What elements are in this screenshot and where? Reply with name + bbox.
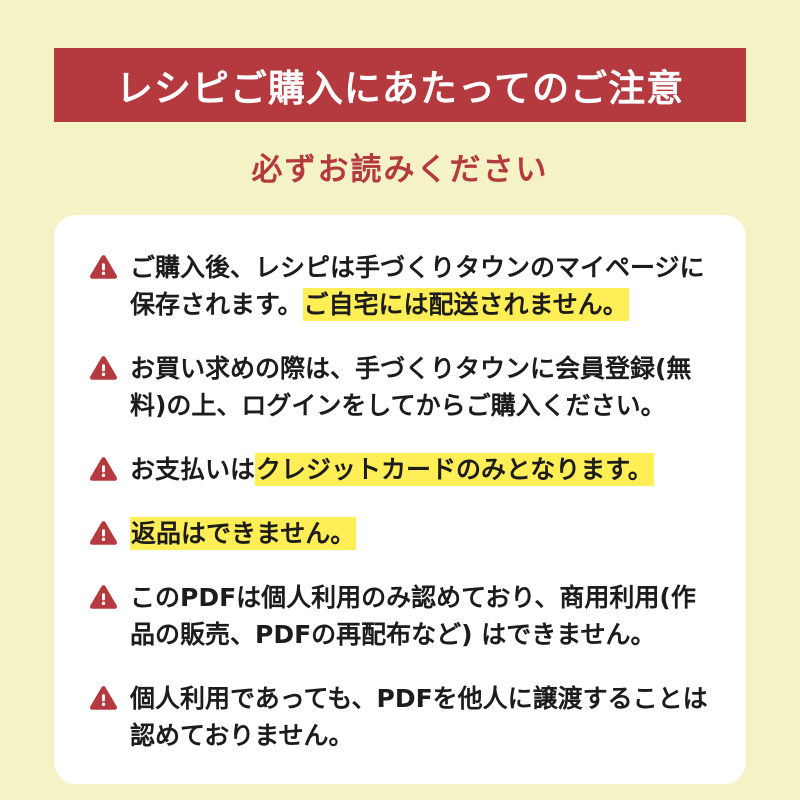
notice-text-segment: このPDFは個人利用のみ認めており、商用利用(作品の販売、PDFの再配布など) … [130, 583, 696, 649]
page-title: レシピご購入にあたってのご注意 [115, 67, 685, 110]
warning-icon [90, 356, 117, 380]
warning-icon [90, 521, 117, 545]
warning-icon [90, 686, 117, 710]
warning-icon [90, 457, 117, 481]
notice-panel: ご購入後、レシピは手づくりタウンのマイページに保存されます。ご自宅には配送されま… [54, 215, 746, 784]
notice-item: お買い求めの際は、手づくりタウンに会員登録(無料)の上、ログインをしてからご購入… [90, 350, 710, 424]
notice-text: 個人利用であっても、PDFを他人に譲渡することは認めておりません。 [130, 680, 710, 754]
notice-text-segment: お買い求めの際は、手づくりタウンに会員登録(無料)の上、ログインをしてからご購入… [130, 354, 692, 420]
notice-item: ご購入後、レシピは手づくりタウンのマイページに保存されます。ご自宅には配送されま… [90, 249, 710, 323]
notice-text: お支払いはクレジットカードのみとなります。 [130, 451, 654, 488]
notice-list: ご購入後、レシピは手づくりタウンのマイページに保存されます。ご自宅には配送されま… [90, 249, 710, 754]
page-title-banner: レシピご購入にあたってのご注意 [54, 48, 746, 122]
notice-text: このPDFは個人利用のみ認めており、商用利用(作品の販売、PDFの再配布など) … [130, 579, 710, 653]
warning-icon [90, 585, 117, 609]
notice-item: このPDFは個人利用のみ認めており、商用利用(作品の販売、PDFの再配布など) … [90, 579, 710, 653]
notice-text-highlight: ご自宅には配送されません。 [302, 288, 629, 321]
notice-item: お支払いはクレジットカードのみとなります。 [90, 451, 710, 488]
notice-text-segment: お支払いは [130, 455, 256, 484]
notice-text-highlight: クレジットカードのみとなります。 [255, 453, 654, 486]
notice-text: ご購入後、レシピは手づくりタウンのマイページに保存されます。ご自宅には配送されま… [130, 249, 710, 323]
notice-text-segment: 個人利用であっても、PDFを他人に譲渡することは認めておりません。 [130, 684, 708, 750]
warning-icon [90, 255, 117, 279]
notice-item: 個人利用であっても、PDFを他人に譲渡することは認めておりません。 [90, 680, 710, 754]
page-subtitle: 必ずお読みください [251, 152, 549, 188]
notice-text: お買い求めの際は、手づくりタウンに会員登録(無料)の上、ログインをしてからご購入… [130, 350, 710, 424]
notice-text-highlight: 返品はできません。 [130, 517, 357, 550]
notice-text-segment: ご購入後、レシピは手づくりタウンのマイページに保存されます。 [130, 253, 705, 319]
notice-text: 返品はできません。 [130, 515, 357, 552]
notice-item: 返品はできません。 [90, 515, 710, 552]
